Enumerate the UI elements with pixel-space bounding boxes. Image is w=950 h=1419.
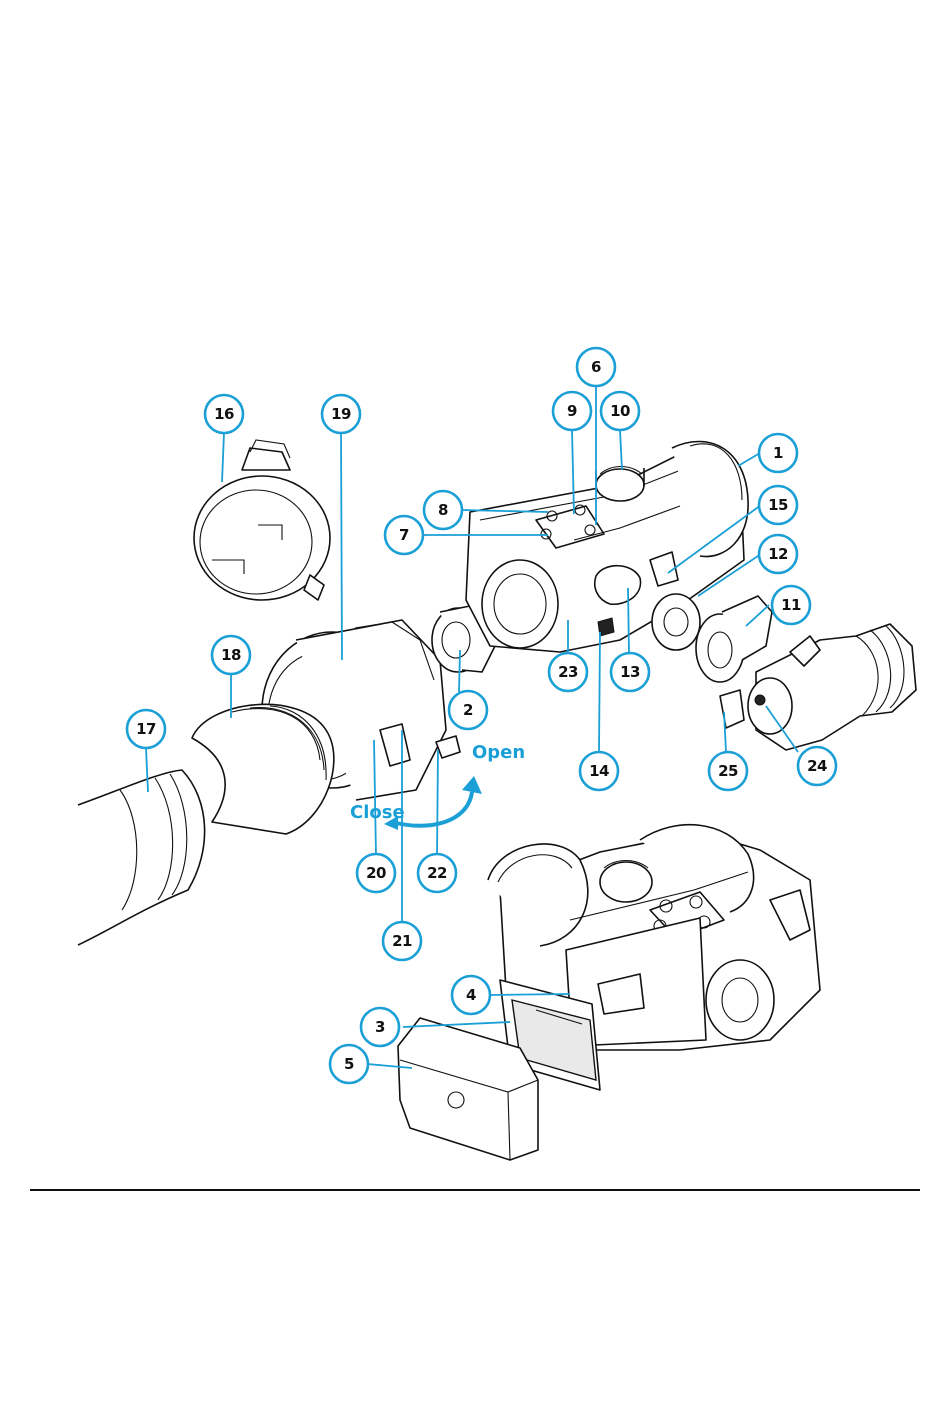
lens-cap-part <box>194 440 330 600</box>
callout-5: 5 <box>330 1045 368 1083</box>
callout-23: 23 <box>549 653 587 691</box>
callout-25: 25 <box>709 752 747 790</box>
callout-7: 7 <box>385 516 423 554</box>
callout-2: 2 <box>449 691 487 729</box>
callout-23-label: 23 <box>558 663 578 681</box>
callout-10: 10 <box>601 392 639 430</box>
scope-tube-part <box>78 770 205 945</box>
callout-25-label: 25 <box>718 762 738 780</box>
callout-18-label: 18 <box>221 646 241 664</box>
callout-14: 14 <box>580 752 618 790</box>
callout-1-label: 1 <box>773 444 783 462</box>
callout-11: 11 <box>772 586 810 624</box>
callout-2-label: 2 <box>463 701 473 719</box>
callout-19: 19 <box>322 395 360 433</box>
callout-7-label: 7 <box>399 526 409 544</box>
callout-6-label: 6 <box>591 358 601 376</box>
callout-1: 1 <box>759 434 797 472</box>
callout-20-label: 20 <box>366 864 386 882</box>
callout-16: 16 <box>205 395 243 433</box>
open-label: Open <box>472 742 525 763</box>
callout-4-label: 4 <box>466 986 476 1004</box>
callout-3-label: 3 <box>375 1018 385 1036</box>
callout-10-label: 10 <box>610 402 630 420</box>
callout-24: 24 <box>798 747 836 785</box>
callout-13: 13 <box>611 653 649 691</box>
callout-15-label: 15 <box>768 496 788 514</box>
callout-4: 4 <box>452 976 490 1014</box>
callout-3: 3 <box>361 1008 399 1046</box>
callout-20: 20 <box>357 854 395 892</box>
insert-ring-part <box>192 704 334 834</box>
close-label: Close <box>350 802 405 823</box>
callout-16-label: 16 <box>214 405 234 423</box>
callout-8: 8 <box>424 491 462 529</box>
callout-19-label: 19 <box>331 405 351 423</box>
callout-11-label: 11 <box>781 596 801 614</box>
callout-14-label: 14 <box>589 762 609 780</box>
callout-22: 22 <box>418 854 456 892</box>
callout-8-label: 8 <box>438 501 448 519</box>
callout-12: 12 <box>759 535 797 573</box>
callout-24-label: 24 <box>807 757 827 775</box>
callout-9: 9 <box>553 392 591 430</box>
callout-13-label: 13 <box>620 663 640 681</box>
callout-18: 18 <box>212 636 250 674</box>
callout-22-label: 22 <box>427 864 447 882</box>
callout-6: 6 <box>577 348 615 386</box>
callout-9-label: 9 <box>567 402 577 420</box>
callout-12-label: 12 <box>768 545 788 563</box>
callout-17: 17 <box>127 710 165 748</box>
eyecup-ring-part <box>652 594 700 650</box>
callout-17-label: 17 <box>136 720 156 738</box>
callout-21: 21 <box>383 922 421 960</box>
callout-15: 15 <box>759 486 797 524</box>
callout-21-label: 21 <box>392 932 412 950</box>
callout-5-label: 5 <box>344 1055 354 1073</box>
